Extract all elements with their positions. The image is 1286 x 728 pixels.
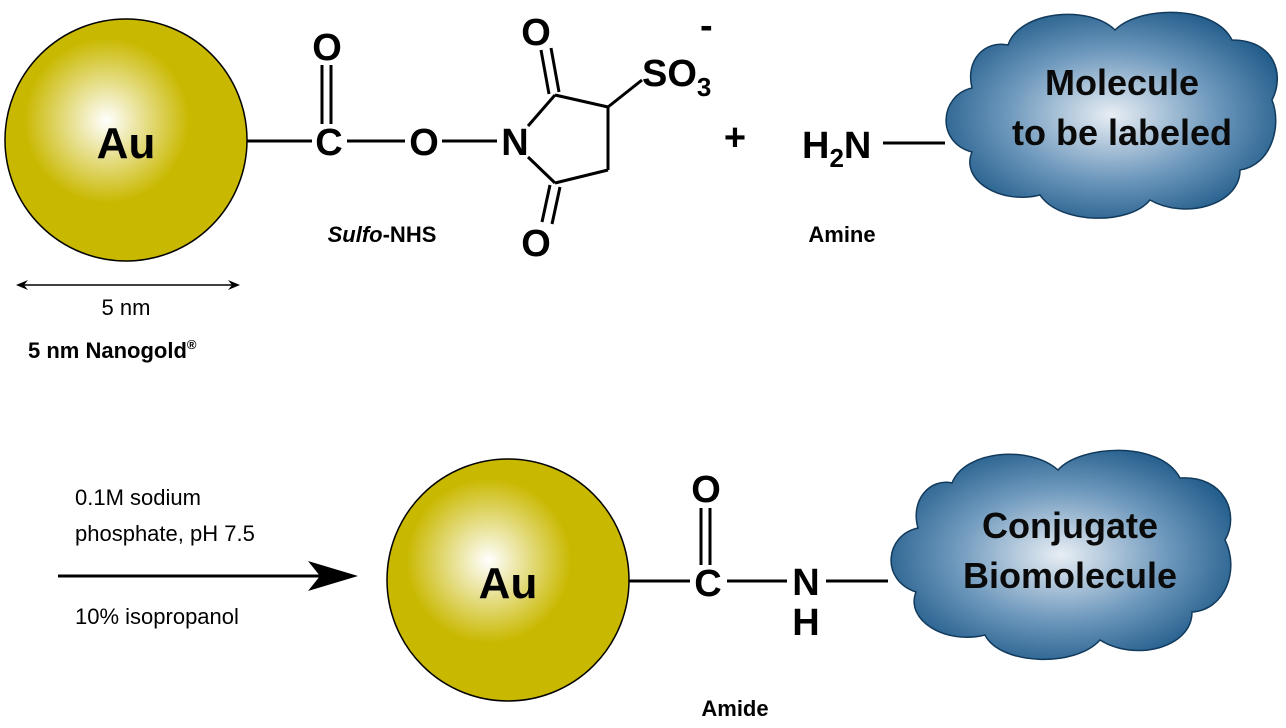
amine-formula: H2N [802,125,871,173]
atom-amide-n: N [792,562,819,604]
atom-ring-o-top: O [521,12,551,54]
molecule-cloud-shape [945,11,1279,219]
sulfo-nhs-label: Sulfo-NHS [328,222,437,247]
atom-nitrogen: N [501,122,528,164]
bond-ring-co-bot-1 [540,184,552,223]
sulfonate-charge: - [700,5,713,47]
atom-amide-c: C [694,563,721,605]
atom-amide-h: H [792,602,819,644]
amine-label: Amine [808,222,875,247]
conjugate-cloud-line2: Biomolecule [963,555,1177,596]
plus-sign: + [724,117,746,159]
conjugate-cloud-shape [890,449,1232,661]
reaction-conditions: 0.1M sodium phosphate, pH 7.5 10% isopro… [58,485,358,629]
amide-atoms: O C N H [691,469,820,644]
conjugate-cloud: Conjugate Biomolecule [890,449,1232,661]
bond-c2-c3 [554,93,609,109]
sulfonate-group: SO3 [642,53,711,102]
bond-c3-so3 [607,78,643,109]
nanogold-product: Au [386,458,630,702]
conjugate-cloud-line1: Conjugate [982,505,1158,546]
reaction-arrowhead [308,561,358,591]
molecule-cloud: Molecule to be labeled [945,11,1279,219]
bond-n-c2 [526,94,557,127]
nanogold-reactant: Au [4,18,248,262]
condition-line1: 0.1M sodium [75,485,201,510]
atom-carbonyl-o: O [312,27,342,69]
ester-bonds [247,47,643,225]
amide-bonds [629,508,888,583]
au-label-top: Au [97,119,156,168]
atom-carbon: C [315,122,342,164]
au-label-bottom: Au [479,559,538,608]
ester-atoms: O C O N O O SO3 - [312,5,712,265]
size-indicator: 5 nm 5 nm Nanogold® [16,280,240,363]
bond-c4-c5 [554,168,609,185]
condition-line3: 10% isopropanol [75,604,239,629]
atom-ring-o-bottom: O [521,223,551,265]
molecule-cloud-line1: Molecule [1045,62,1199,103]
amide-label: Amide [701,696,768,721]
bond-ring-co-bot-2 [550,186,562,225]
size-label: 5 nm [102,295,151,320]
nanogold-label: 5 nm Nanogold® [28,337,197,363]
amine-reactant: H2N Amine [802,125,945,247]
atom-amide-o: O [691,469,721,511]
bond-ring-co-top-1 [539,49,551,95]
condition-line2: phosphate, pH 7.5 [75,521,255,546]
bond-c5-n [526,155,557,185]
molecule-cloud-line2: to be labeled [1012,112,1232,153]
atom-ester-o: O [409,122,439,164]
bond-ring-co-top-2 [549,47,561,93]
